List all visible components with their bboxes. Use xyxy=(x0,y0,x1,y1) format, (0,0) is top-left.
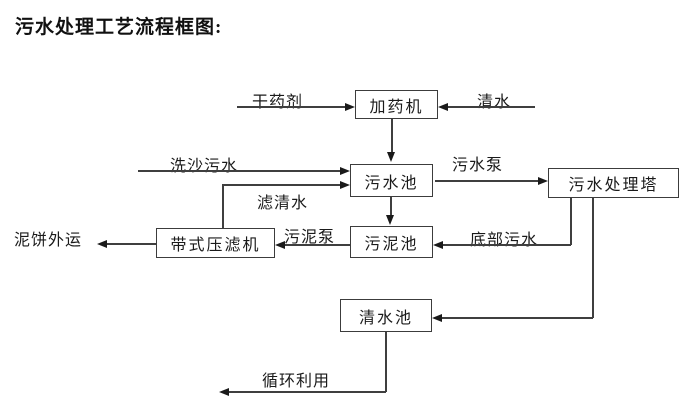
label-filtered-water: 滤清水 xyxy=(257,195,309,212)
edge-sewage-to-sludge-line xyxy=(390,197,392,215)
label-sewage-pump: 污水泵 xyxy=(452,157,504,174)
edge-dry-chemical-line xyxy=(237,106,346,108)
edge-tower-to-clean-line xyxy=(441,317,593,319)
edge-recycle-vline xyxy=(385,332,387,392)
arrow-left-icon xyxy=(438,103,448,111)
label-clean-water: 清水 xyxy=(477,94,512,111)
edge-filtered-water-riser xyxy=(222,184,224,228)
node-treatment-tower: 污水处理塔 xyxy=(548,168,679,198)
arrow-right-icon xyxy=(340,181,350,189)
arrow-right-icon xyxy=(538,177,548,185)
label-mud-cake-out: 泥饼外运 xyxy=(14,232,83,249)
node-sludge-pool: 污泥池 xyxy=(350,226,433,258)
edge-sewage-pump-line xyxy=(435,180,538,182)
arrow-left-icon xyxy=(97,240,107,248)
edge-sand-washing-line xyxy=(138,170,340,172)
label-recycling: 循环利用 xyxy=(262,373,331,390)
edge-dosing-down-line xyxy=(391,119,393,153)
label-bottom-sewage: 底部污水 xyxy=(470,232,539,249)
page-title: 污水处理工艺流程框图: xyxy=(15,17,223,38)
edge-clean-water-line xyxy=(447,106,535,108)
edge-mud-cake-line xyxy=(106,243,156,245)
arrow-right-icon xyxy=(340,167,350,175)
label-sludge-pump: 污泥泵 xyxy=(284,229,336,246)
node-dosing-machine: 加药机 xyxy=(355,90,438,119)
arrow-left-icon xyxy=(219,388,229,396)
arrow-right-icon xyxy=(345,103,355,111)
edge-bottom-sewage-line xyxy=(441,244,571,246)
label-sand-washing-sewage: 洗沙污水 xyxy=(170,158,239,175)
arrow-left-icon xyxy=(433,241,443,249)
arrow-down-icon xyxy=(386,215,394,225)
arrow-down-icon xyxy=(387,152,395,162)
edge-filtered-water-line xyxy=(223,184,340,186)
edge-sludge-pump-line xyxy=(283,244,350,246)
node-belt-filter-press: 带式压滤机 xyxy=(156,228,275,258)
node-sewage-pool: 污水池 xyxy=(350,164,433,197)
arrow-left-icon xyxy=(275,241,285,249)
edge-bottom-sewage-vline xyxy=(570,198,572,245)
edge-tower-to-clean-vline xyxy=(592,198,594,318)
node-clean-water-pool: 清水池 xyxy=(340,299,432,332)
edge-recycle-line xyxy=(228,391,386,393)
arrow-left-icon xyxy=(432,314,442,322)
label-dry-chemical: 干药剂 xyxy=(252,94,304,111)
